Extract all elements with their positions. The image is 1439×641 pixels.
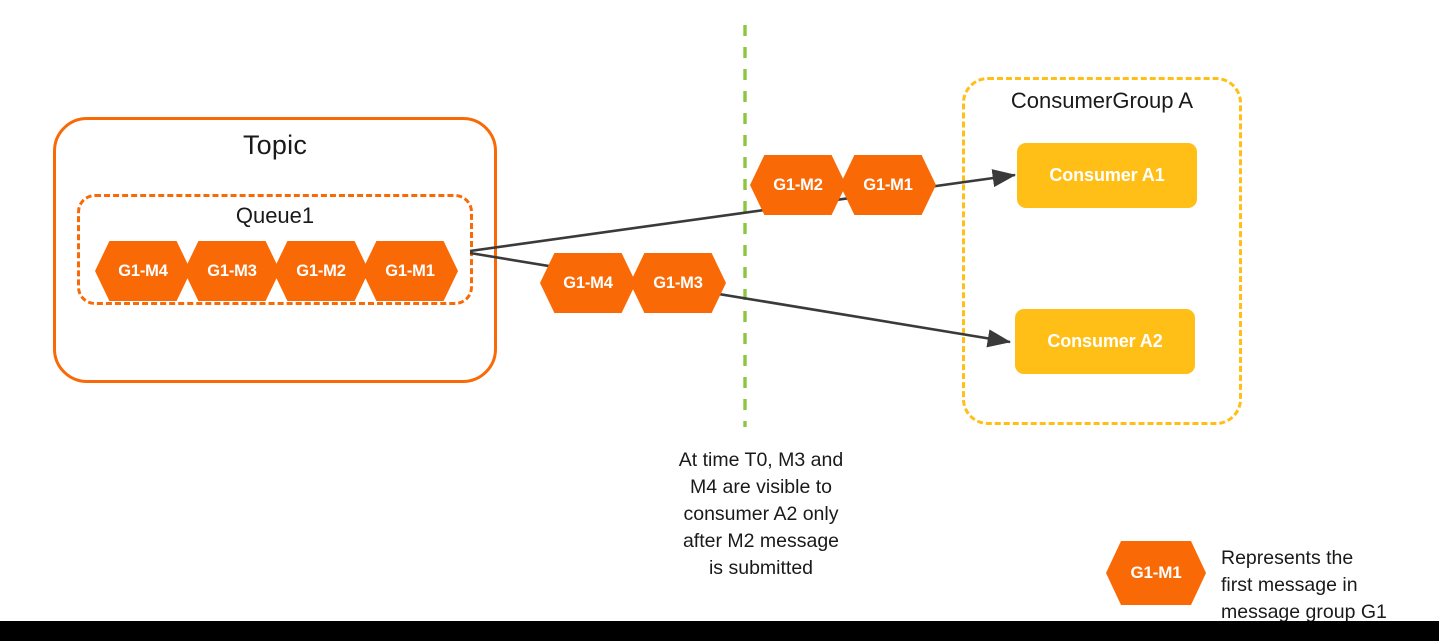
queue-message-label: G1-M3 [207, 261, 257, 280]
topic-title: Topic [242, 130, 308, 160]
inflight-lower-message-hex[interactable]: G1-M4 [540, 253, 636, 313]
legend-line: first message in [1221, 574, 1358, 596]
queue-title: Queue1 [235, 203, 315, 228]
bottom-letterbox-bar [0, 621, 1439, 641]
queue-message-hex[interactable]: G1-M2 [273, 241, 369, 301]
queue-message-label: G1-M2 [296, 261, 346, 280]
caption-line: consumer A2 only [683, 503, 839, 525]
legend-line: Represents the [1221, 547, 1354, 569]
caption-line: At time T0, M3 and [678, 449, 844, 471]
inflight-upper-message-label: G1-M2 [773, 175, 823, 194]
inflight-upper-message-label: G1-M1 [863, 175, 913, 194]
queue-message-hex[interactable]: G1-M3 [184, 241, 280, 301]
caption-line: after M2 message [682, 530, 840, 552]
queue-message-label: G1-M1 [385, 261, 435, 280]
consumer-a1-box[interactable]: Consumer A1 [1017, 143, 1197, 208]
legend-sample-label: G1-M1 [1130, 563, 1182, 582]
queue-message-label: G1-M4 [118, 261, 168, 280]
inflight-lower-message-label: G1-M4 [563, 273, 613, 292]
inflight-upper-message-hex[interactable]: G1-M1 [840, 155, 936, 215]
consumer-a1-label: Consumer A1 [1049, 165, 1165, 185]
inflight-lower-message-label: G1-M3 [653, 273, 703, 292]
queue-message-hex[interactable]: G1-M4 [95, 241, 191, 301]
caption-line: M4 are visible to [690, 476, 832, 498]
consumer-a2-label: Consumer A2 [1047, 331, 1163, 351]
caption-line: is submitted [708, 557, 814, 579]
legend-line: message group G1 [1221, 601, 1387, 623]
inflight-upper-message-hex[interactable]: G1-M2 [750, 155, 846, 215]
consumer-a2-box[interactable]: Consumer A2 [1015, 309, 1195, 374]
legend-sample-hex: G1-M1 [1106, 541, 1206, 605]
consumer-group-title: ConsumerGroup A [1010, 88, 1194, 113]
legend-description: Represents the first message in message … [1221, 545, 1436, 626]
queue-message-hex[interactable]: G1-M1 [362, 241, 458, 301]
inflight-lower-message-hex[interactable]: G1-M3 [630, 253, 726, 313]
timeline-caption: At time T0, M3 and M4 are visible to con… [636, 447, 886, 582]
topic-container: Topic Queue1 [53, 117, 497, 383]
